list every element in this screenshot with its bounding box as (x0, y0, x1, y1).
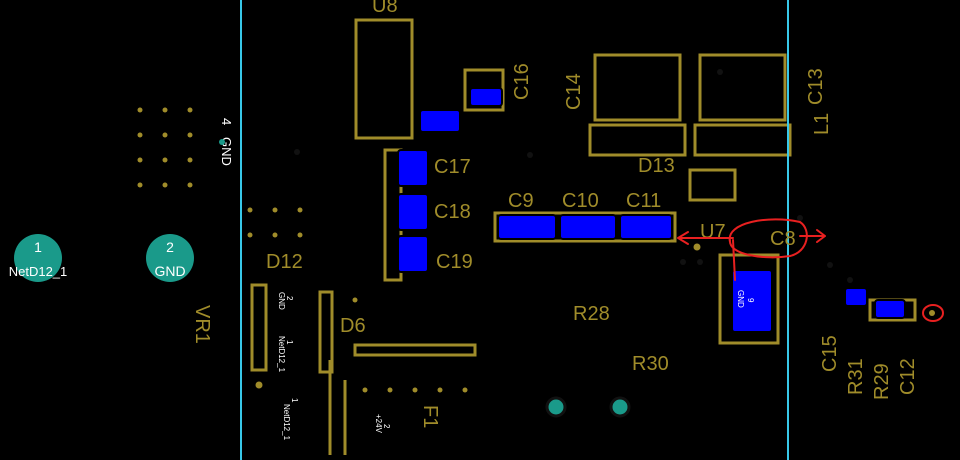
refdes-l1[interactable]: L1 (811, 113, 833, 135)
d12-pin2-net: GND (277, 292, 286, 310)
annotation-circle-c8 (728, 218, 808, 259)
red-annotations (677, 218, 944, 322)
vr1-pin4-marker (219, 139, 225, 145)
refdes-c18[interactable]: C18 (434, 201, 471, 223)
refdes-r30[interactable]: R30 (632, 353, 669, 375)
refdes-c14[interactable]: C14 (563, 73, 585, 110)
annotation-circle-pad (922, 304, 944, 322)
pad-1-net: NetD12_1 (9, 264, 68, 279)
refdes-vr1[interactable]: VR1 (191, 305, 213, 344)
pad-2-shape (146, 234, 194, 282)
refdes-d12[interactable]: D12 (266, 251, 303, 273)
u7-pin9-net: GND (736, 290, 745, 308)
drill-holes (294, 69, 853, 283)
smd-pads (397, 87, 906, 333)
d6-pin1-net: NetD12_1 (282, 404, 291, 441)
pad-1[interactable]: 1 NetD12_1 (9, 234, 68, 282)
refdes-c11[interactable]: C11 (626, 190, 661, 212)
pad-2-net: GND (154, 263, 185, 279)
annotation-arrow-left (677, 231, 734, 245)
refdes-c17[interactable]: C17 (434, 156, 471, 178)
d12-pin1-number: 1 (285, 340, 294, 345)
via-grid (137, 107, 468, 393)
refdes-c10[interactable]: C10 (562, 190, 599, 212)
d12-pin1-dot (255, 381, 263, 389)
annotated-via[interactable] (929, 310, 935, 316)
refdes-c9[interactable]: C9 (508, 190, 534, 212)
annotation-stem (732, 239, 736, 281)
refdes-d6[interactable]: D6 (340, 315, 366, 337)
f1-pin2-number: 2 (382, 424, 391, 429)
plated-holes (545, 396, 631, 418)
refdes-r29[interactable]: R29 (871, 363, 893, 400)
d12-pin2-number: 2 (285, 296, 294, 301)
refdes-labels: U8 C16 C14 C13 L1 C17 C18 C19 D13 C9 C10… (191, 0, 919, 428)
vr1-pin4-number: 4 (219, 118, 234, 125)
pad-1-number: 1 (34, 239, 42, 255)
refdes-c15[interactable]: C15 (819, 335, 841, 372)
pad-1-shape (14, 234, 62, 282)
refdes-c19[interactable]: C19 (436, 251, 473, 273)
refdes-c12[interactable]: C12 (897, 358, 919, 395)
annotation-arrow-right (799, 229, 826, 243)
pad-2-number: 2 (166, 239, 174, 255)
refdes-c16[interactable]: C16 (511, 63, 533, 100)
u7-pin9-number: 9 (746, 298, 755, 303)
thick-traces (320, 22, 550, 460)
refdes-u7[interactable]: U7 (700, 221, 726, 243)
refdes-d13[interactable]: D13 (638, 155, 675, 177)
refdes-c8[interactable]: C8 (770, 228, 796, 250)
refdes-c13[interactable]: C13 (805, 68, 827, 105)
d6-pin1-number: 1 (290, 398, 299, 403)
d12-pin1-net: NetD12_1 (277, 336, 286, 373)
refdes-u8[interactable]: U8 (372, 0, 398, 17)
u7-pin1-dot (693, 243, 701, 251)
refdes-r31[interactable]: R31 (845, 358, 867, 395)
f1-pin2-net: +24V (374, 414, 383, 434)
refdes-f1[interactable]: F1 (419, 405, 441, 428)
pad-2[interactable]: 2 GND (146, 234, 194, 282)
refdes-r28[interactable]: R28 (573, 303, 610, 325)
